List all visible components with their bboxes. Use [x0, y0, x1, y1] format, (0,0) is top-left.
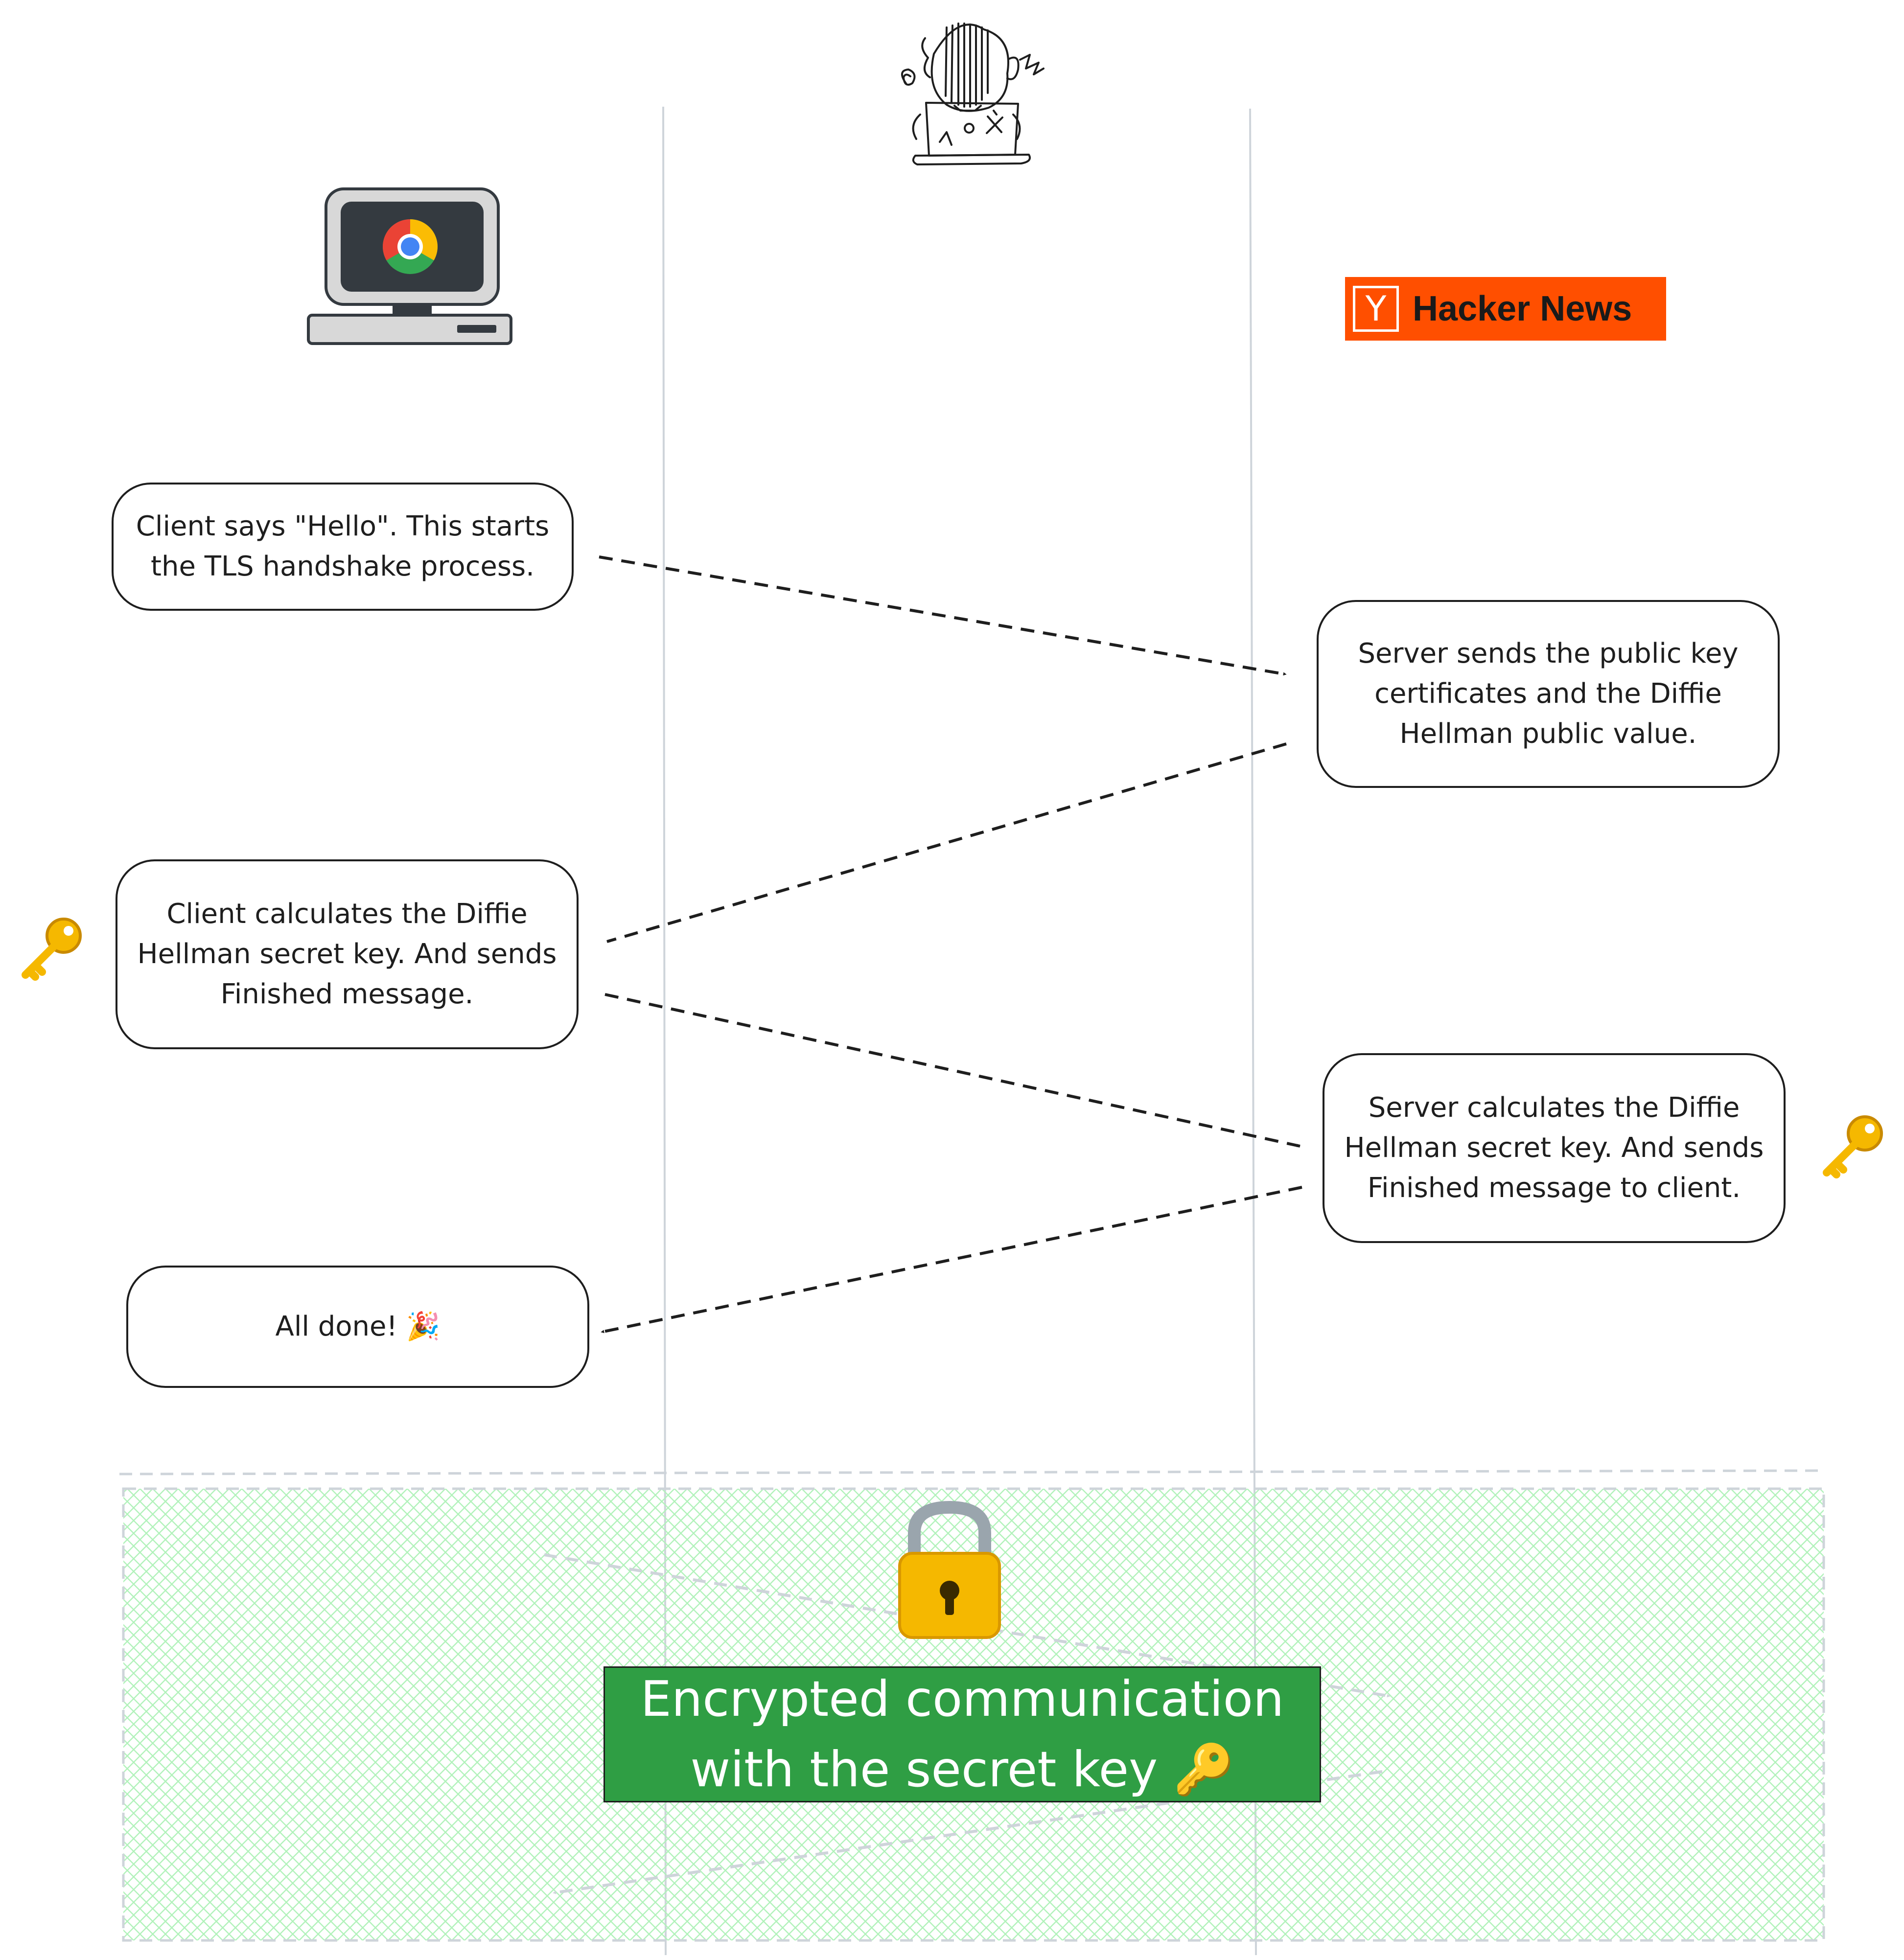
arrow-client-hello — [599, 555, 1287, 676]
padlock-icon — [898, 1500, 1001, 1639]
key-icon — [25, 919, 80, 977]
hacker-news-name: Hacker News — [1413, 289, 1632, 328]
hacker-at-laptop-icon — [901, 23, 1045, 165]
hacker-news-y-icon: Y — [1353, 286, 1399, 332]
key-icon — [1827, 1117, 1881, 1175]
step-client-hello: Client says "Hello". This starts the TLS… — [112, 483, 574, 611]
step-client-secret-key: Client calculates the Diffie Hellman sec… — [116, 859, 579, 1049]
computer-with-chrome-icon — [307, 187, 512, 345]
arrow-server-cert — [606, 742, 1287, 943]
hacker-news-logo: Y Hacker News — [1345, 277, 1666, 341]
step-all-done: All done! 🎉 — [126, 1266, 589, 1388]
banner-line-1: Encrypted communication — [640, 1670, 1284, 1728]
banner-line-2: with the secret key 🔑 — [690, 1741, 1234, 1798]
arrow-client-finished — [604, 993, 1300, 1148]
encrypted-communication-banner: Encrypted communication with the secret … — [604, 1666, 1321, 1802]
arrow-server-finished — [601, 1186, 1302, 1334]
step-server-certificates: Server sends the public key certificates… — [1317, 600, 1780, 788]
step-server-secret-key: Server calculates the Diffie Hellman sec… — [1323, 1053, 1786, 1243]
